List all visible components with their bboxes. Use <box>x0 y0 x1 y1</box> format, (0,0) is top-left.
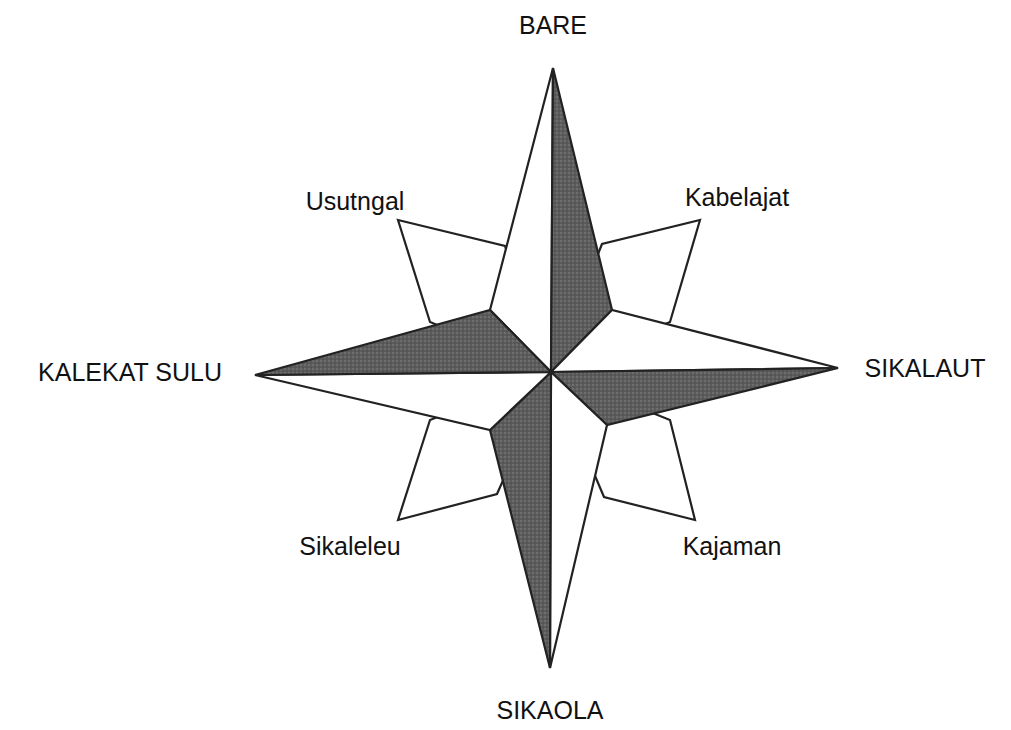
direction-label: SIKALAUT <box>865 355 986 383</box>
west-dark <box>255 310 551 375</box>
direction-label: BARE <box>519 12 587 40</box>
direction-label: Kabelajat <box>685 184 789 212</box>
direction-label: Kajaman <box>683 533 782 561</box>
east-light <box>551 310 838 372</box>
direction-label: Sikaleleu <box>299 533 400 561</box>
direction-label: KALEKAT SULU <box>38 359 222 387</box>
west-light <box>255 372 551 430</box>
south-light <box>550 372 607 668</box>
major-points <box>255 68 838 668</box>
direction-label: SIKAOLA <box>497 697 604 725</box>
direction-label: Usutngal <box>306 188 405 216</box>
